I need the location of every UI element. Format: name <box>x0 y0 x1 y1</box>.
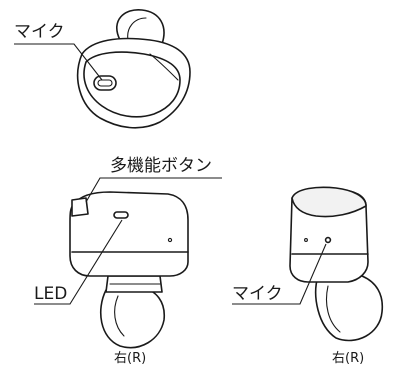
top-mic-port <box>93 75 117 91</box>
right-mic-port <box>324 236 332 244</box>
left-earbud-body <box>69 191 189 277</box>
caption-right: 右(R) <box>332 351 365 366</box>
top-earbud <box>14 9 191 129</box>
multi-button-label: 多機能ボタン <box>110 156 212 176</box>
left-ear-tip <box>99 287 166 349</box>
multi-button-leader <box>85 177 222 203</box>
right-mic-leader <box>232 243 327 305</box>
right-earbud <box>232 186 384 342</box>
left-earbud <box>34 177 222 349</box>
right-earbud-cap <box>291 186 367 218</box>
led-slot <box>113 211 129 219</box>
top-mic-label: マイク <box>14 22 65 42</box>
right-ear-tip <box>314 275 384 342</box>
top-earbud-face <box>83 51 181 118</box>
led-label: LED <box>34 284 68 304</box>
right-mic-label: マイク <box>232 284 283 304</box>
caption-left: 右(R) <box>114 351 147 366</box>
top-earbud-body <box>76 37 191 129</box>
led-leader <box>34 219 123 305</box>
top-mic-leader <box>14 43 103 81</box>
multi-button-nub <box>71 197 89 217</box>
